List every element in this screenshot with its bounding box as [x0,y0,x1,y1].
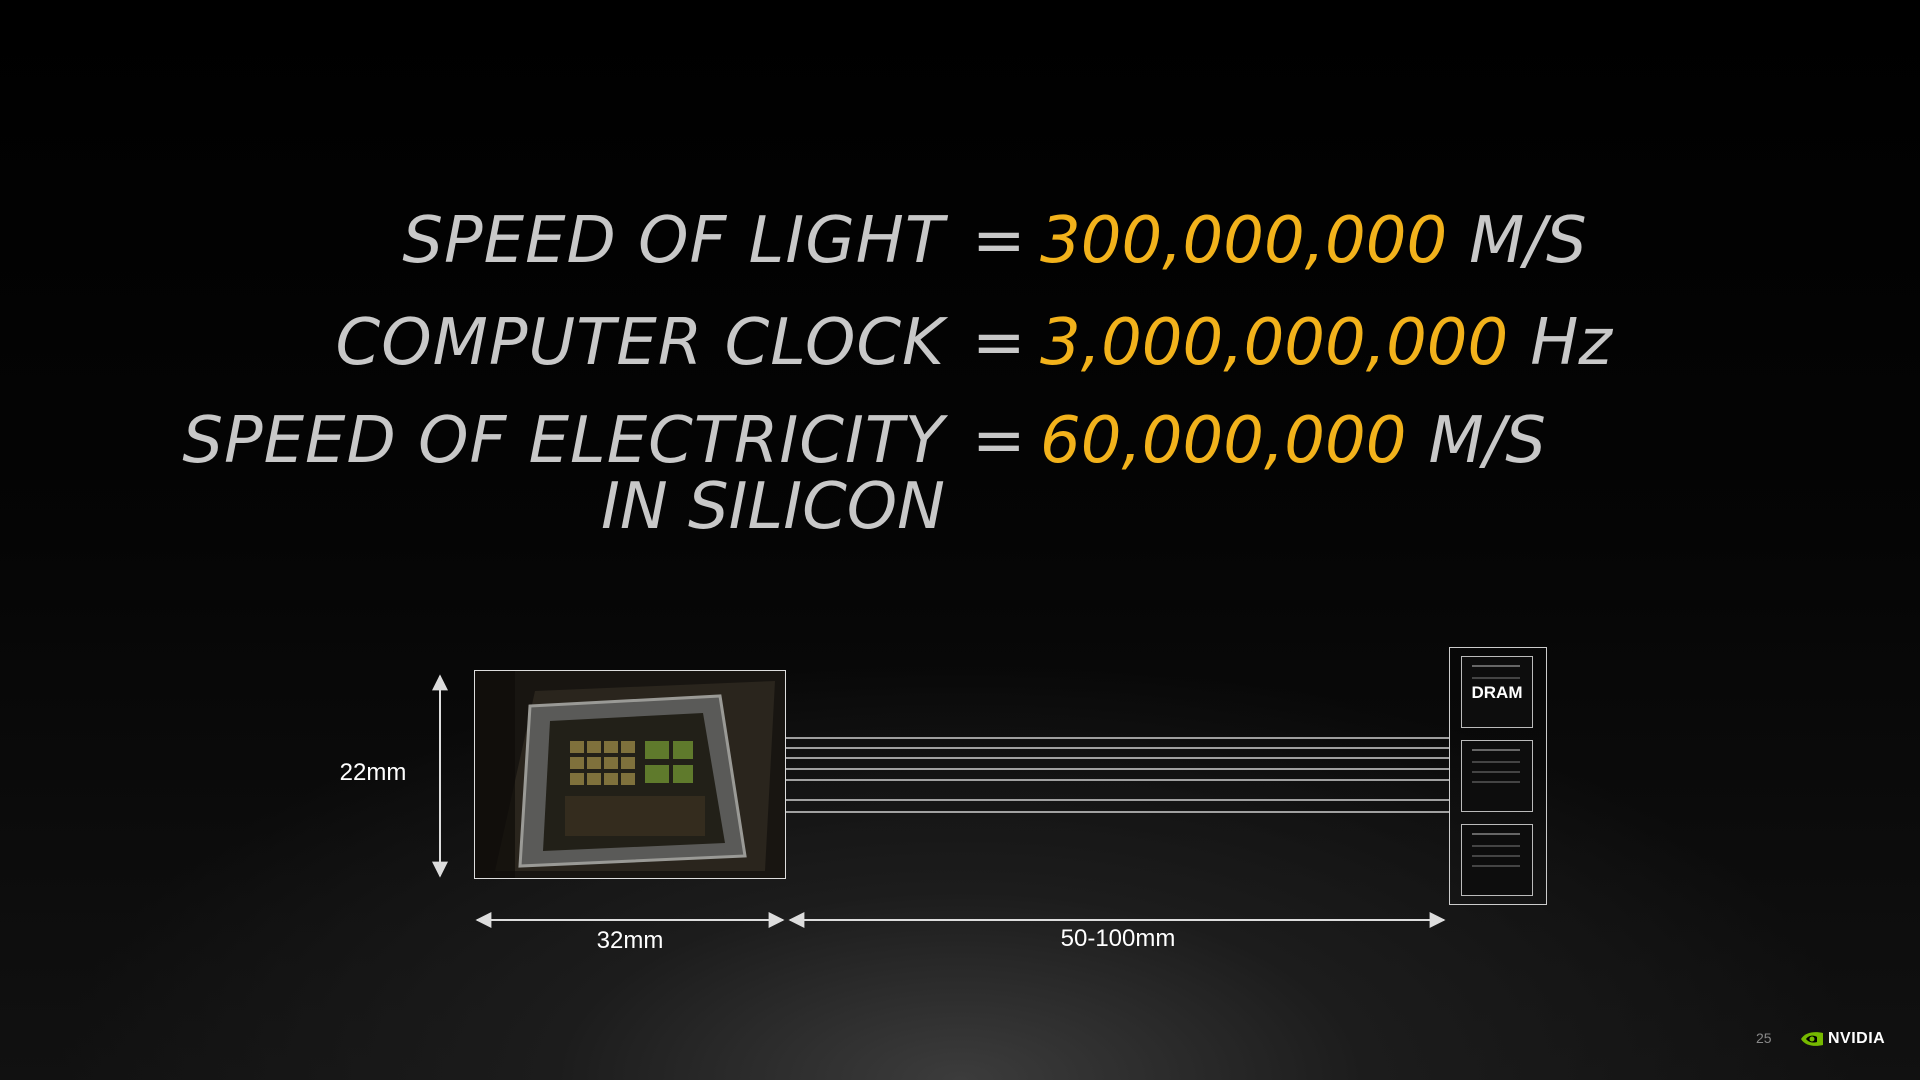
equation-value: 60,000,000 [1040,404,1407,478]
dram-label: DRAM [1462,683,1532,703]
chip-marking [1472,665,1520,667]
dram-module-group: DRAM [1449,647,1547,905]
chip-marking [1472,749,1520,751]
page-number: 25 [1756,1030,1772,1046]
equation-sublabel: IN SILICON [600,470,945,544]
memory-traces [786,737,1449,813]
equation-computer-clock: COMPUTER CLOCK = 3,000,000,000 Hz [0,298,1920,388]
brand-name: NVIDIA [1828,1030,1886,1047]
equation-value-group: 60,000,000 M/S [1040,396,1546,486]
dram-chip [1461,740,1533,812]
dram-chip [1461,824,1533,896]
equation-unit: M/S [1469,204,1587,278]
equals-sign: = [972,204,1026,278]
processor-chip-image [474,670,786,879]
chip-width-label: 32mm [596,927,664,954]
equation-label: SPEED OF LIGHT [402,204,945,278]
trace-length-label: 50-100mm [1060,925,1176,952]
equals-sign: = [972,306,1026,380]
equation-value: 300,000,000 [1040,204,1448,278]
equation-speed-of-electricity: SPEED OF ELECTRICITY = 60,000,000 M/S [0,396,1920,486]
equation-unit: Hz [1530,306,1612,380]
equation-value: 3,000,000,000 [1040,306,1509,380]
equation-unit: M/S [1428,404,1546,478]
equation-value-group: 300,000,000 M/S [1040,196,1587,286]
nvidia-logo: NVIDIA [1800,1028,1885,1050]
equals-sign: = [972,404,1026,478]
dram-chip: DRAM [1461,656,1533,728]
chip-marking [1472,833,1520,835]
equation-speed-of-light: SPEED OF LIGHT = 300,000,000 M/S [0,196,1920,286]
chip-height-label: 22mm [339,759,407,786]
equation-value-group: 3,000,000,000 Hz [1040,298,1612,388]
equation-label: COMPUTER CLOCK [335,306,945,380]
processor-die-graphic [475,671,785,878]
nvidia-eye-icon [1801,1032,1823,1046]
equation-label: SPEED OF ELECTRICITY [182,404,945,478]
